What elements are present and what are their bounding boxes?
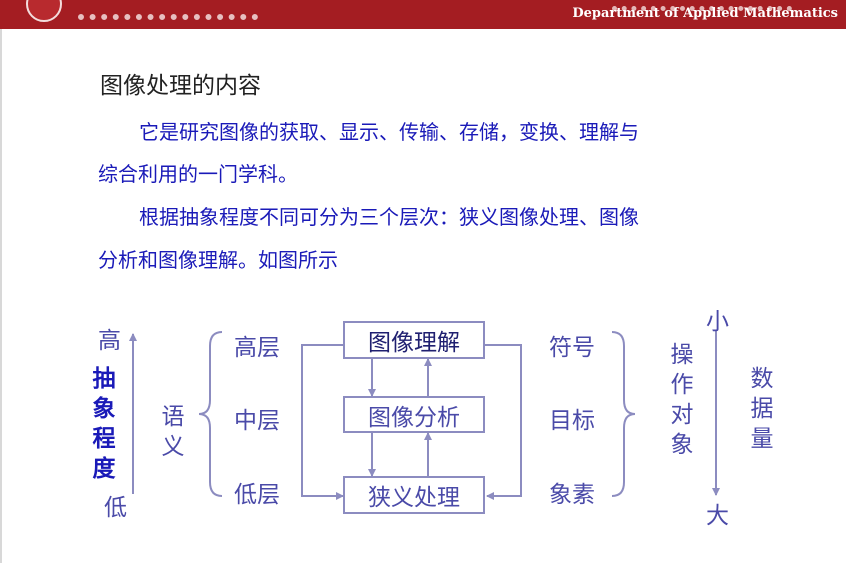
- semantics-label: 语义: [161, 404, 185, 460]
- abstraction-high-label: 高: [98, 328, 121, 354]
- operands-brace: [611, 331, 636, 497]
- paragraph-1-line-1: 它是研究图像的获取、显示、传输、存储，变换、理解与: [139, 120, 639, 144]
- abstraction-degree-label: 抽象程度: [92, 365, 116, 482]
- slide-title: 图像处理的内容: [100, 73, 261, 99]
- abstraction-low-label: 低: [104, 495, 127, 521]
- slide-edge-divider: [0, 29, 2, 563]
- level-high-label: 高层: [234, 335, 280, 361]
- department-calligraphy-logo: [612, 0, 792, 11]
- header-banner: Department of Applied Mathematics: [0, 0, 846, 29]
- paragraph-1-line-2: 综合利用的一门学科。: [98, 162, 298, 186]
- quantity-large-label: 大: [706, 503, 729, 529]
- right-feedback-arrow: [485, 344, 522, 500]
- level-mid-label: 中层: [234, 408, 280, 434]
- operation-object-label: 操作对象: [670, 342, 694, 458]
- image-processing-box: 狭义处理: [343, 476, 485, 514]
- operand-object-label: 目标: [549, 408, 595, 434]
- semantics-brace: [198, 331, 223, 497]
- university-calligraphy-logo: [78, 0, 258, 20]
- data-quantity-label: 数据量: [750, 366, 774, 452]
- image-understanding-box: 图像理解: [343, 321, 485, 359]
- paragraph-2-line-1: 根据抽象程度不同可分为三个层次：狭义图像处理、图像: [139, 205, 639, 229]
- left-feedback-arrow: [301, 344, 344, 500]
- operand-symbol-label: 符号: [549, 335, 595, 361]
- department-name: Department of Applied Mathematics: [572, 6, 838, 21]
- paragraph-2-line-2: 分析和图像理解。如图所示: [98, 248, 338, 272]
- image-analysis-box: 图像分析: [343, 396, 485, 433]
- level-low-label: 低层: [234, 482, 280, 508]
- operand-pixel-label: 象素: [549, 482, 595, 508]
- quantity-small-label: 小: [706, 309, 729, 335]
